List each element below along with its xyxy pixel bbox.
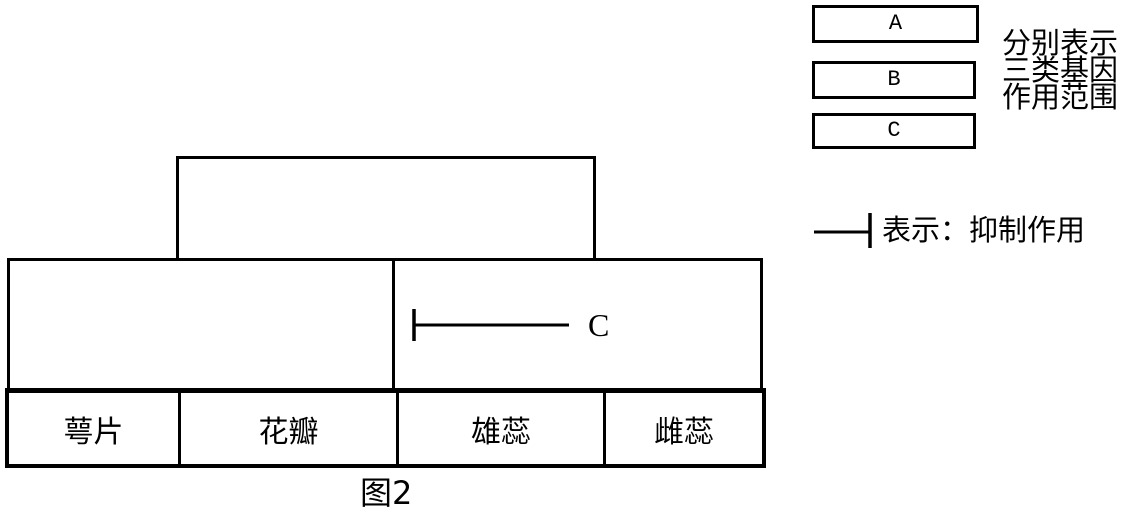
organ-label: 雌蕊 <box>654 414 714 450</box>
organ-cell-sepal: 萼片 <box>9 393 181 464</box>
organ-row: 萼片 花瓣 雄蕊 雌蕊 <box>5 388 766 468</box>
organ-cell-pistil: 雌蕊 <box>606 393 762 464</box>
legend-box-c: C <box>812 113 976 149</box>
top-gene-range-box <box>176 156 596 261</box>
legend-box-label: A <box>888 11 903 36</box>
legend-box-b: B <box>812 61 976 99</box>
inhibitor-label: C <box>588 307 610 343</box>
organ-cell-petal: 花瓣 <box>181 393 399 464</box>
legend-description-line: 作用范围 <box>1002 80 1119 114</box>
middle-left-gene-range-box <box>7 258 395 391</box>
organ-label: 花瓣 <box>258 414 319 450</box>
organ-label: 萼片 <box>63 414 124 450</box>
inhibition-arrow-icon <box>411 307 571 343</box>
organ-label: 雄蕊 <box>471 414 531 450</box>
figure-caption: 图2 <box>360 474 413 512</box>
legend-box-a: A <box>812 5 979 43</box>
legend-inhibition-symbol-icon <box>812 210 874 250</box>
legend-box-label: C <box>887 118 901 143</box>
legend-description-line: 三类基因 <box>1002 53 1119 87</box>
legend-boxes-description: 分别表示 三类基因 作用范围 <box>1002 26 1147 114</box>
organ-cell-stamen: 雄蕊 <box>399 393 606 464</box>
legend-box-label: B <box>887 67 901 92</box>
legend-inhibition-text: 表示：抑制作用 <box>882 213 1086 247</box>
legend-description-line: 分别表示 <box>1002 26 1119 60</box>
